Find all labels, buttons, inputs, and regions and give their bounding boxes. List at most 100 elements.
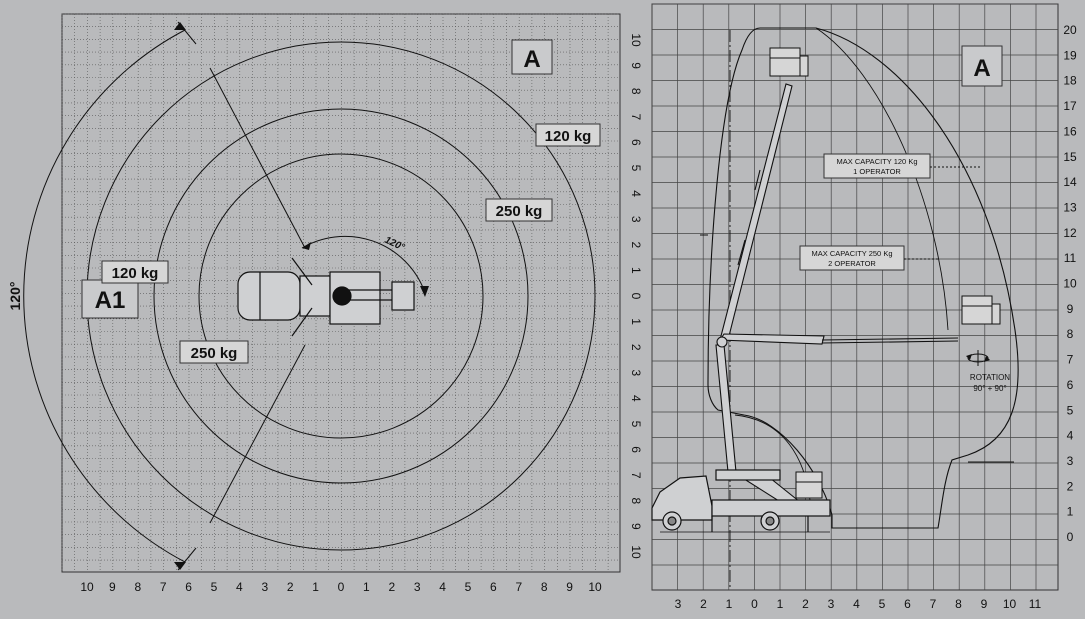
left-x-tick: 8 [134,580,141,594]
left-y-tick: 10 [629,545,643,559]
capacity-250-left-label: 250 kg [191,345,238,362]
left-x-tick: 6 [185,580,192,594]
rotation-angle-small-label: 120° [383,235,407,254]
right-x-tick: 5 [879,597,886,611]
max-capacity-120-line1: MAX CAPACITY 120 Kg [836,157,917,166]
capacity-120-envelope [815,27,949,331]
right-y-tick: 2 [1067,479,1074,493]
right-x-tick: 1 [777,597,784,611]
right-x-tick: 0 [751,597,758,611]
right-x-tick: 3 [675,597,682,611]
left-x-tick: 1 [312,580,319,594]
right-y-tick: 19 [1063,48,1077,62]
truck-top-view [237,257,415,337]
left-y-tick: 6 [629,139,643,146]
left-x-tick: 9 [109,580,116,594]
left-x-tick: 4 [439,580,446,594]
left-x-tick: 3 [261,580,268,594]
basket-side [961,295,1001,325]
boom-assembly [715,83,959,509]
left-panel-top-view: A A1 120 kg 250 kg 120 kg 250 kg 120° 12… [7,13,643,594]
right-x-tick: 10 [1003,597,1017,611]
capacity-250-left-box [179,340,249,364]
left-y-tick: 2 [629,344,643,351]
left-x-tick: 10 [80,580,94,594]
left-y-tick: 4 [629,395,643,402]
right-x-tick: 8 [955,597,962,611]
right-x-tick: 7 [930,597,937,611]
inner-arrow-tail [302,242,311,250]
left-y-tick: 8 [629,88,643,95]
capacity-120-left-box [101,260,169,284]
left-x-tick: 8 [541,580,548,594]
left-y-tick: 1 [629,267,643,274]
capacity-120-label: 120 kg [545,128,592,145]
left-y-tick: 0 [629,293,643,300]
left-x-tick: 7 [160,580,167,594]
right-y-tick: 18 [1063,74,1077,88]
right-y-tick: 16 [1063,124,1077,138]
left-y-tick: 2 [629,241,643,248]
left-y-tick: 7 [629,113,643,120]
right-x-tick: 6 [904,597,911,611]
basket-stowed [795,471,823,499]
right-y-tick: 20 [1063,23,1077,37]
circle-radius-7-5 [153,108,529,484]
rotation-range-label: 90° + 90° [973,384,1006,393]
left-x-tick: 5 [465,580,472,594]
left-x-tick: 6 [490,580,497,594]
outer-rotation-arc [23,29,186,563]
capacity-120-left-label: 120 kg [112,265,159,282]
rotation-angle-large-label: 120° [7,282,23,311]
left-y-tick: 5 [629,165,643,172]
right-y-tick: 12 [1063,226,1077,240]
right-x-tick: 11 [1029,597,1042,611]
left-y-tick: 3 [629,369,643,376]
left-x-tick: 5 [211,580,218,594]
right-zone-a-label: A [973,55,990,82]
right-y-tick: 4 [1067,429,1074,443]
right-x-tick: 2 [802,597,809,611]
max-capacity-250-line1: MAX CAPACITY 250 Kg [811,249,892,258]
left-x-tick: 3 [414,580,421,594]
left-y-tick: 4 [629,190,643,197]
inner-rotation-arc [301,235,425,291]
circle-radius-5-6 [198,153,484,439]
arrow-head-bottom [174,562,186,570]
left-y-tick: 7 [629,472,643,479]
left-y-tick: 5 [629,421,643,428]
max-capacity-120-line2: 1 OPERATOR [853,167,901,176]
rotation-icon [966,350,990,366]
left-y-tick: 6 [629,446,643,453]
left-y-tick: 9 [629,62,643,69]
right-y-tick: 17 [1063,99,1077,113]
right-x-tick: 3 [828,597,835,611]
left-x-tick: 1 [363,580,370,594]
left-y-tick: 1 [629,318,643,325]
left-x-tick: 9 [566,580,573,594]
right-panel-side-view: MAX CAPACITY 120 Kg 1 OPERATOR MAX CAPAC… [651,3,1077,611]
zone-a-box [511,39,553,75]
left-x-tick: 10 [588,580,602,594]
right-y-tick: 3 [1067,454,1074,468]
inner-arrow-head [420,286,429,297]
right-zone-a-box [961,45,1003,87]
basket-top [769,47,809,77]
rotation-label: ROTATION [970,373,1010,382]
left-y-tick: 3 [629,216,643,223]
max-capacity-250-box [799,245,905,271]
truck-side-view [651,469,831,533]
right-y-tick: 7 [1067,353,1074,367]
right-y-tick: 9 [1067,302,1074,316]
right-x-tick: 2 [700,597,707,611]
right-x-tick: 4 [853,597,860,611]
zone-a1-box [81,279,139,319]
left-x-tick: 2 [287,580,294,594]
left-y-tick: 10 [629,33,643,47]
left-x-tick: 7 [515,580,522,594]
max-capacity-120-box [823,153,931,179]
